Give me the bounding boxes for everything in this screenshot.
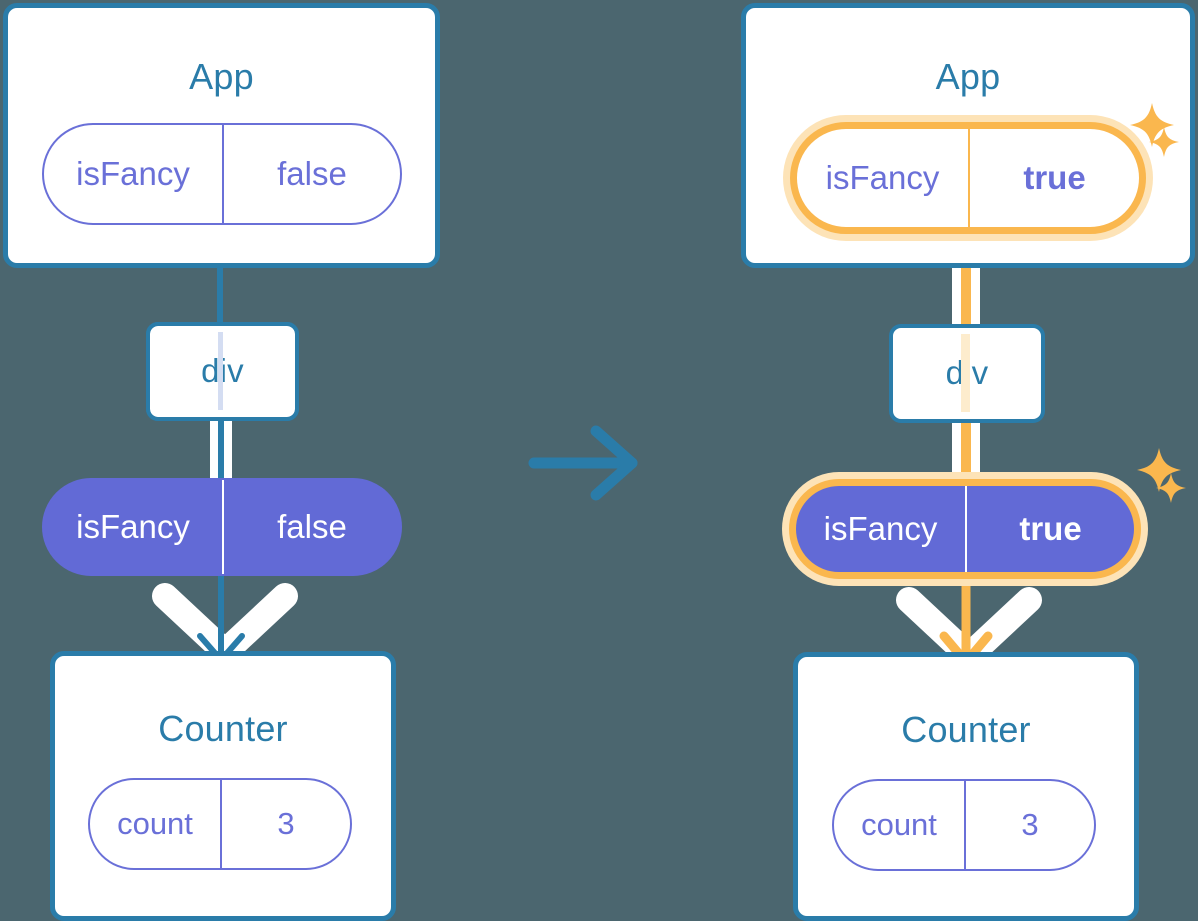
pill-value: false <box>222 125 400 223</box>
connector-app-to-div-after <box>961 225 971 330</box>
div-node-before <box>146 322 299 421</box>
props-pill-after: isFancy true <box>789 479 1141 579</box>
sparkle-small-icon <box>1149 127 1179 157</box>
pill-key: isFancy <box>76 508 190 545</box>
pill-value: true <box>968 129 1139 227</box>
connector-inside-div-before <box>218 332 223 410</box>
sparkle-small-icon <box>1156 473 1186 503</box>
pill-key: count <box>861 807 937 842</box>
connector-div-to-props-after <box>961 420 971 488</box>
pill-key: isFancy <box>825 159 940 196</box>
pill-value: false <box>222 480 400 574</box>
app-card-title: App <box>189 56 254 97</box>
connector-inside-div-after <box>961 334 970 412</box>
pill-key: isFancy <box>823 510 938 547</box>
sparkle-large-icon <box>1137 448 1181 492</box>
pill-key: isFancy <box>76 155 190 192</box>
connector-app-to-div-before <box>217 266 223 322</box>
counter-card-title: Counter <box>901 709 1031 750</box>
counter-state-pill-before: count 3 <box>88 778 352 870</box>
app-state-pill-after: isFancy true <box>790 122 1146 234</box>
counter-state-pill-after: count 3 <box>832 779 1096 871</box>
connector-div-to-props-before <box>218 418 224 490</box>
app-state-pill-before: isFancy false <box>42 123 402 225</box>
pill-value: true <box>965 486 1134 572</box>
props-pill-before: isFancy false <box>42 478 402 576</box>
app-card-title: App <box>935 56 1001 97</box>
sparkle-large-icon <box>1130 103 1174 147</box>
pill-key: count <box>117 806 193 841</box>
pill-value: 3 <box>964 781 1094 869</box>
pill-value: 3 <box>220 780 350 868</box>
counter-card-title: Counter <box>158 708 288 749</box>
transition-arrow-right-icon <box>528 425 638 501</box>
